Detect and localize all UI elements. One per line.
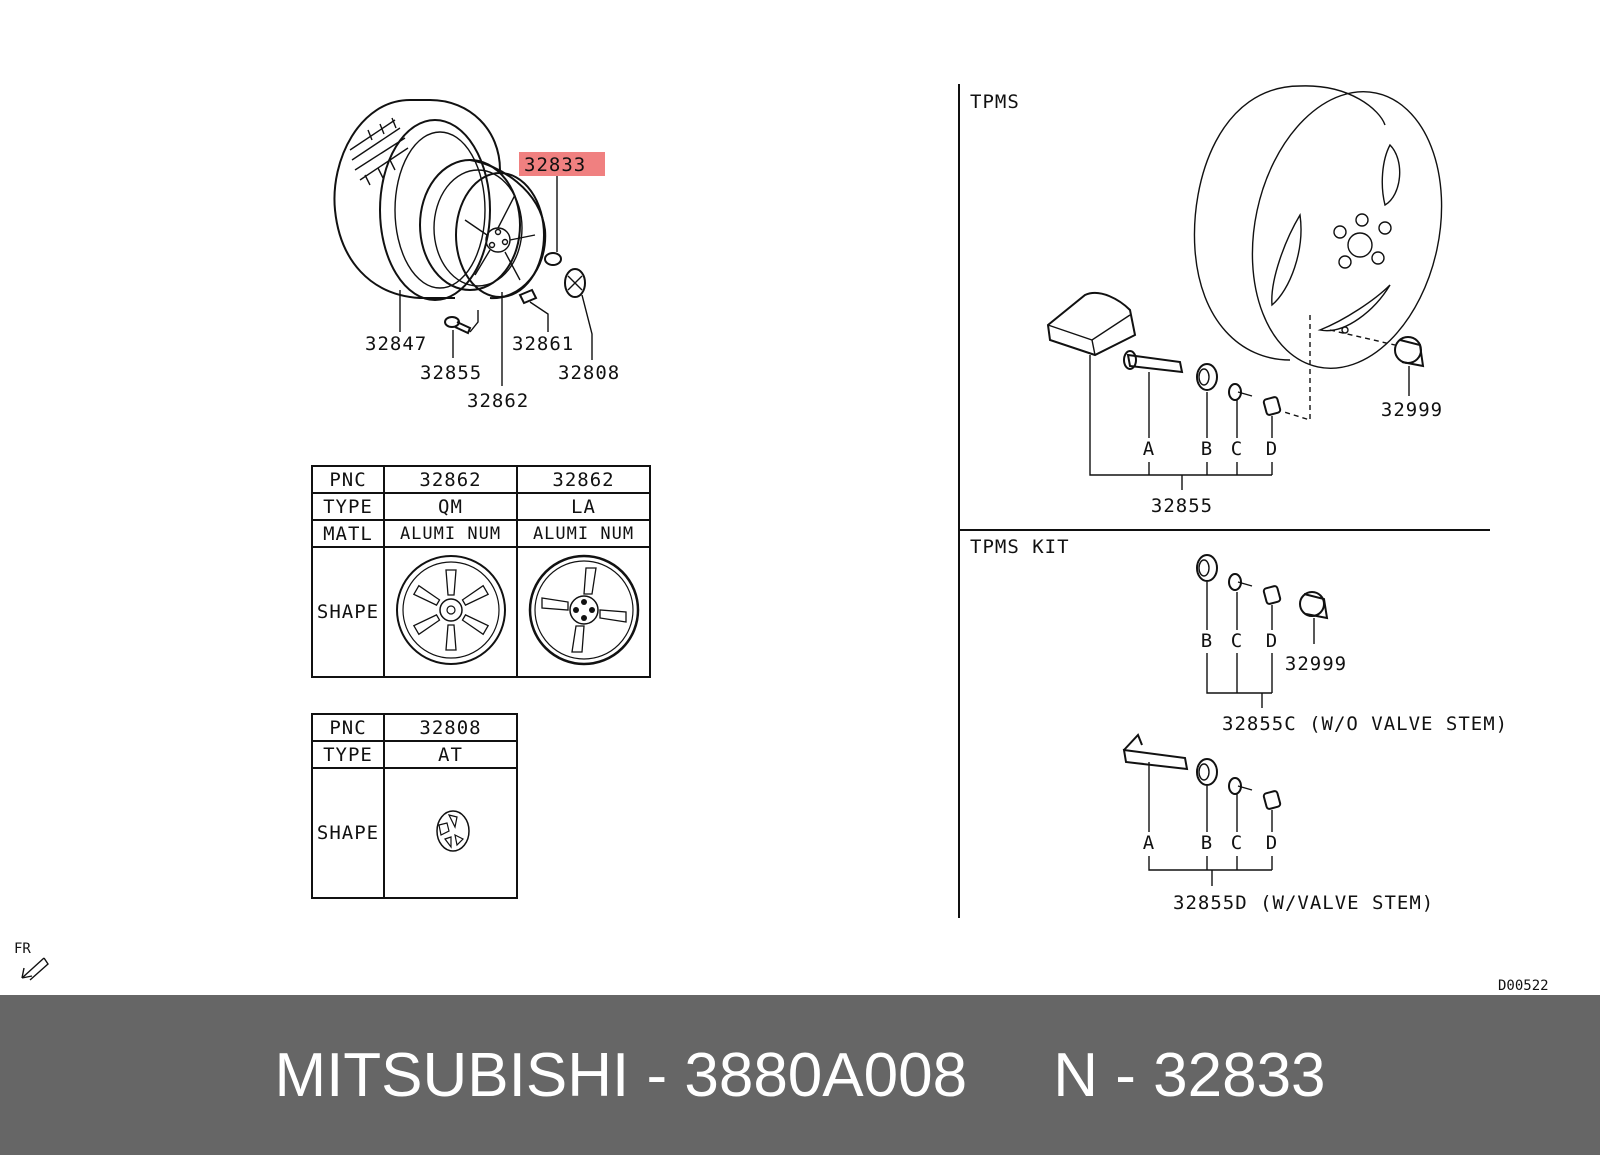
- kit-d-label: 32855D (W/VALVE STEM): [1173, 892, 1434, 914]
- callout-32861: 32861: [512, 333, 574, 355]
- kit-d-letter-d: D: [1266, 832, 1278, 854]
- kit-d-letter-b: B: [1201, 832, 1213, 854]
- tpms-title: TPMS: [970, 91, 1020, 113]
- row-label: PNC: [311, 465, 385, 494]
- footer-separator-2: -: [1098, 1040, 1154, 1110]
- table-cell: QM: [383, 492, 518, 521]
- footer-pnc: 32833: [1153, 1040, 1326, 1110]
- center-cap-illustration: [564, 268, 586, 298]
- parts-diagram: 32833 32847 32855 32861 32808 32862 TPMS: [14, 84, 1549, 994]
- tpms-kit-section: TPMS KIT B C D 32999 32855C (W/O VALVE S…: [970, 536, 1508, 914]
- callout-32847: 32847: [365, 333, 427, 355]
- table-row: SHAPE: [311, 546, 651, 678]
- tpms-section: TPMS: [970, 85, 1443, 517]
- tpms-grommet-illustration: [1196, 363, 1218, 391]
- row-label: SHAPE: [311, 767, 385, 899]
- callout-32855: 32855: [420, 362, 482, 384]
- highlight-box: [519, 152, 605, 176]
- tpms-callout-32999: 32999: [1381, 399, 1443, 421]
- row-label: MATL: [311, 519, 385, 548]
- table-row: PNC 32808: [311, 713, 518, 742]
- kit-c-callout-32999: 32999: [1285, 653, 1347, 675]
- tire-illustration: [333, 99, 501, 301]
- table-cell: 32808: [383, 713, 518, 742]
- kit-d-parts: [1122, 733, 1282, 810]
- table-cell: 32862: [383, 465, 518, 494]
- orientation-indicator: FR: [14, 941, 49, 981]
- orientation-label: FR: [14, 941, 31, 957]
- footer-banner: MITSUBISHI - 3880A008 N - 32833: [0, 995, 1600, 1155]
- footer-separator: -: [629, 1040, 685, 1110]
- tpms-valve-cap-illustration: [1394, 336, 1425, 368]
- wheel-rim-illustration: [419, 159, 547, 300]
- table-row: SHAPE: [311, 767, 518, 899]
- valve-illustration: [444, 316, 472, 335]
- tpms-nut-illustration: [1262, 396, 1282, 416]
- row-label: TYPE: [311, 492, 385, 521]
- kit-d-letter-c: C: [1231, 832, 1243, 854]
- wheel-shape-la: [516, 546, 651, 678]
- diagram-code: D00522: [1498, 978, 1549, 994]
- row-label: SHAPE: [311, 546, 385, 678]
- table-cell: ALUMI NUM: [516, 519, 651, 548]
- table-row: MATL ALUMI NUM ALUMI NUM: [311, 519, 651, 548]
- tpms-letter-c: C: [1231, 438, 1243, 460]
- callout-32808: 32808: [558, 362, 620, 384]
- front-arrow-icon: [21, 957, 49, 981]
- kit-c-letter-c: C: [1231, 630, 1243, 652]
- kit-c-label: 32855C (W/O VALVE STEM): [1222, 713, 1508, 735]
- row-label: TYPE: [311, 740, 385, 769]
- cap-shape: [383, 767, 518, 899]
- callout-32833: 32833: [524, 154, 586, 176]
- table-row: PNC 32862 32862: [311, 465, 651, 494]
- table-cell: AT: [383, 740, 518, 769]
- tpms-washer-illustration: [1228, 383, 1253, 401]
- footer-part-number: 3880A008: [684, 1040, 968, 1110]
- center-cap-shape-illustration: [435, 809, 470, 852]
- table-row: TYPE AT: [311, 740, 518, 769]
- main-assembly: 32833 32847 32855 32861 32808 32862: [333, 99, 620, 412]
- kit-c-letter-d: D: [1266, 630, 1278, 652]
- tpms-wheel-illustration: [1193, 85, 1443, 369]
- row-label: PNC: [311, 713, 385, 742]
- table-cell: ALUMI NUM: [383, 519, 518, 548]
- footer-pnc-prefix: N: [1053, 1040, 1099, 1110]
- wheel-la-illustration: [528, 554, 639, 665]
- tpms-callout-32855: 32855: [1151, 495, 1213, 517]
- cap-spec-table: PNC 32808 TYPE AT SHAPE: [311, 713, 518, 899]
- tpms-letter-d: D: [1266, 438, 1278, 460]
- wheel-spec-table: PNC 32862 32862 TYPE QM LA MATL ALUMI NU…: [311, 465, 651, 678]
- table-row: TYPE QM LA: [311, 492, 651, 521]
- table-cell: LA: [516, 492, 651, 521]
- wheel-qm-illustration: [395, 554, 506, 665]
- balance-weight-illustration: [518, 288, 538, 305]
- lug-nut-illustration: [544, 252, 562, 266]
- tpms-letter-a: A: [1143, 438, 1155, 460]
- table-cell: 32862: [516, 465, 651, 494]
- wheel-shape-qm: [383, 546, 518, 678]
- kit-c-parts: [1196, 554, 1329, 620]
- callout-32862: 32862: [467, 390, 529, 412]
- footer-brand: MITSUBISHI: [274, 1040, 630, 1110]
- tpms-kit-title: TPMS KIT: [970, 536, 1070, 558]
- kit-c-letter-b: B: [1201, 630, 1213, 652]
- tpms-sensor-illustration: [1046, 291, 1184, 374]
- tpms-letter-b: B: [1201, 438, 1213, 460]
- kit-d-letter-a: A: [1143, 832, 1155, 854]
